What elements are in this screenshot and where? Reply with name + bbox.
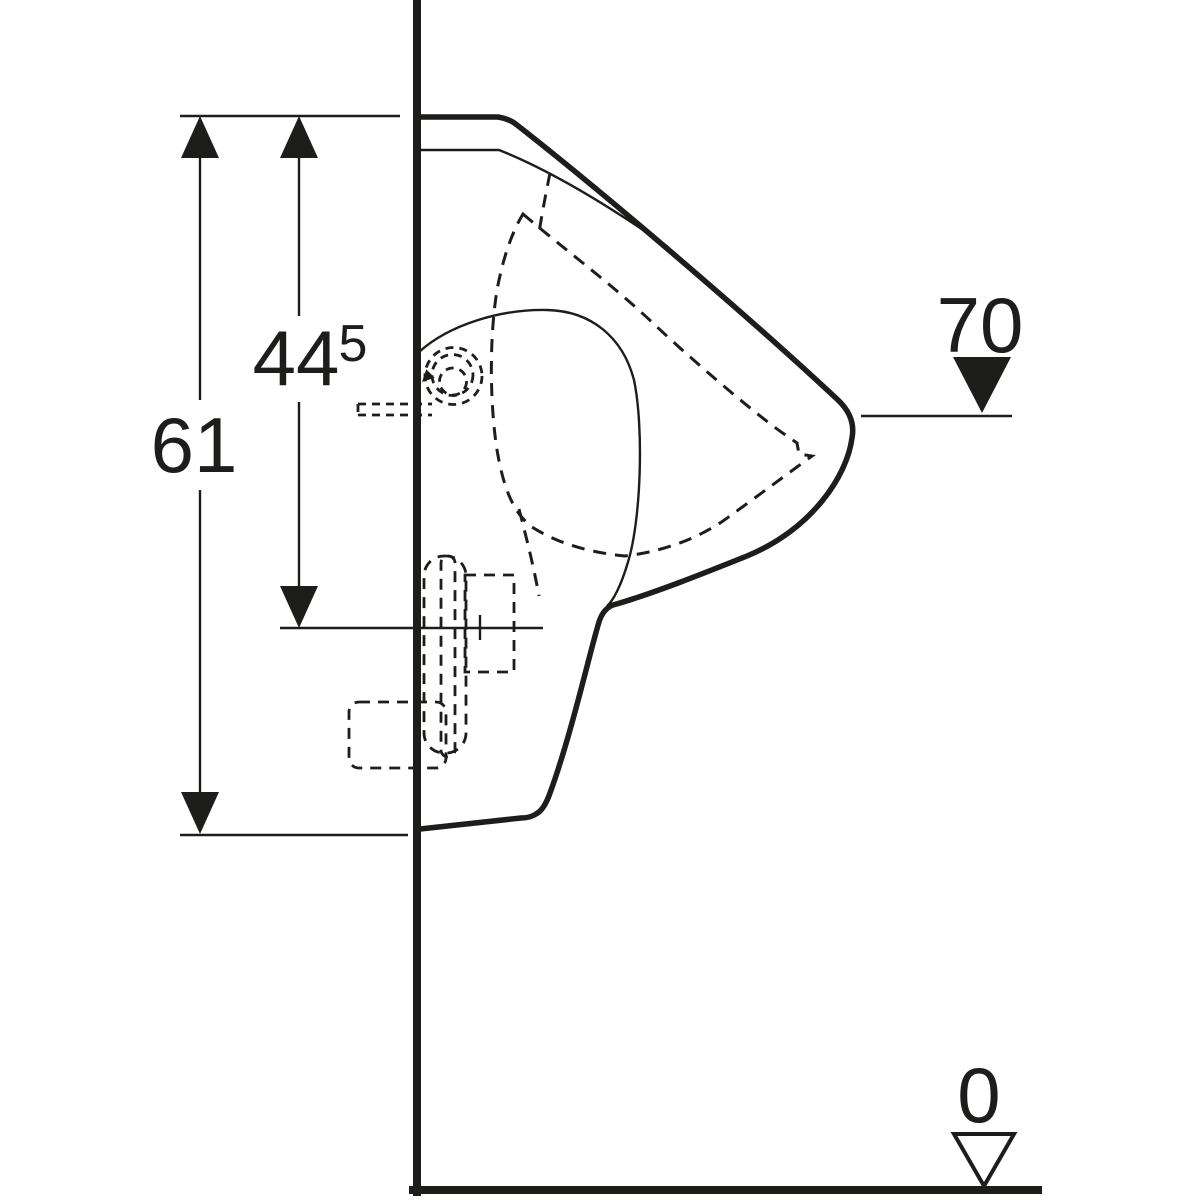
outlet-level-label: 70 bbox=[937, 281, 1024, 369]
dim-445-arrow-bottom-icon bbox=[280, 586, 318, 628]
hidden-bowl-outline bbox=[489, 211, 816, 558]
hidden-rim-connector bbox=[537, 172, 552, 234]
wall-connection-box-hidden bbox=[347, 700, 448, 770]
urinal-rim-inner-line bbox=[420, 148, 669, 248]
drain-flange-box-hidden bbox=[463, 573, 516, 674]
urinal-outer-outline bbox=[417, 114, 856, 832]
dim-61-arrow-bottom-icon bbox=[181, 792, 219, 834]
bowl-front-line bbox=[418, 308, 642, 607]
dim-44-label: 44 bbox=[253, 314, 340, 402]
inlet-flow-arrow-icon bbox=[422, 369, 435, 382]
hidden-bowl-tail bbox=[517, 508, 541, 597]
supply-stub-hidden bbox=[356, 402, 432, 417]
dim-61-label: 61 bbox=[151, 401, 238, 489]
dim-445-arrow-top-icon bbox=[280, 116, 318, 158]
drain-pipe-capsule-hidden bbox=[422, 554, 468, 755]
floor-level-label: 0 bbox=[957, 1051, 1000, 1139]
drain-pipe-bore-hidden bbox=[439, 554, 457, 759]
inlet-spreader-inner-circle bbox=[438, 366, 468, 397]
inlet-spreader-middle-circle bbox=[430, 353, 475, 397]
dim-44-sup-label: 5 bbox=[339, 315, 368, 373]
dim-61-arrow-top-icon bbox=[181, 116, 219, 158]
floor-level-marker-icon bbox=[950, 1132, 1018, 1191]
outlet-level-marker-icon bbox=[953, 357, 1011, 413]
